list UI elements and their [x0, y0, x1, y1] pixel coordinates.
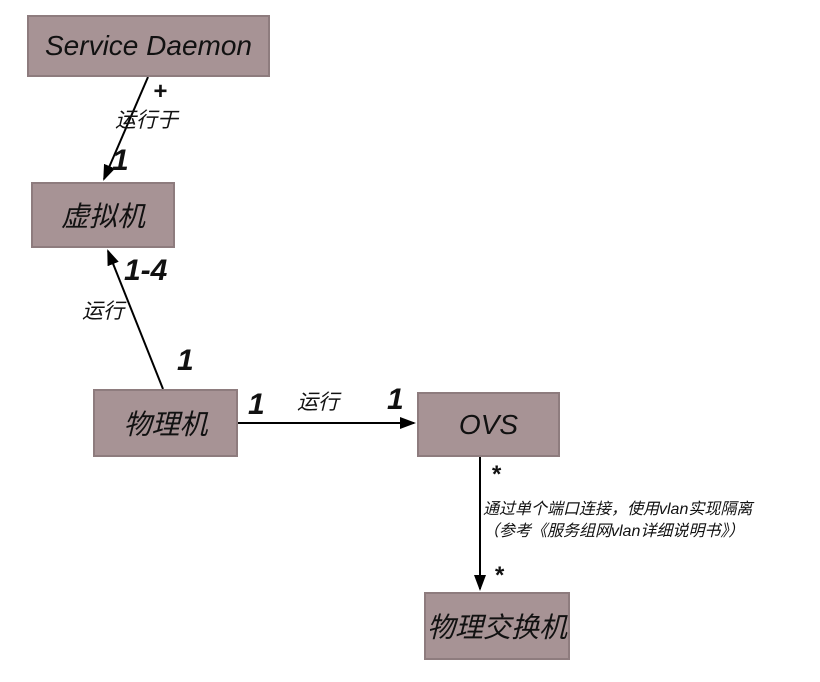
edge-note-vlan-line1: 通过单个端口连接，使用vlan实现隔离 [483, 501, 753, 518]
edge-label-runs-on: 运行于 [115, 109, 178, 132]
multiplicity-vm-target-from-pm: 1-4 [124, 254, 168, 287]
node-ovs: OVS [417, 392, 560, 457]
node-physical-machine: 物理机 [93, 389, 238, 457]
edge-note-vlan: 通过单个端口连接，使用vlan实现隔离 （参考《服务组网vlan详细说明书》） [483, 499, 752, 544]
node-service-daemon-label: Service Daemon [45, 30, 252, 61]
node-physical-switch: 物理交换机 [424, 592, 570, 660]
multiplicity-pm-source-vm: 1 [177, 344, 194, 377]
multiplicity-ovs-target: 1 [387, 383, 404, 416]
node-virtual-machine-label: 虚拟机 [60, 201, 145, 232]
edge-note-vlan-line2: （参考《服务组网vlan详细说明书》） [483, 523, 745, 541]
node-ovs-label: OVS [458, 408, 519, 440]
node-virtual-machine: 虚拟机 [31, 182, 175, 248]
multiplicity-vm-target-from-daemon: 1 [112, 144, 129, 177]
node-physical-switch-label: 物理交换机 [426, 612, 567, 643]
multiplicity-switch-target-star: * [494, 562, 504, 589]
edge-label-runs-ovs: 运行 [297, 391, 339, 414]
multiplicity-daemon-source: + [153, 78, 168, 105]
node-service-daemon: Service Daemon [27, 15, 270, 77]
edge-label-runs-vm: 运行 [82, 300, 124, 323]
node-physical-machine-label: 物理机 [123, 409, 208, 440]
multiplicity-pm-source-ovs: 1 [248, 388, 265, 421]
multiplicity-ovs-source-star: * [491, 461, 501, 488]
